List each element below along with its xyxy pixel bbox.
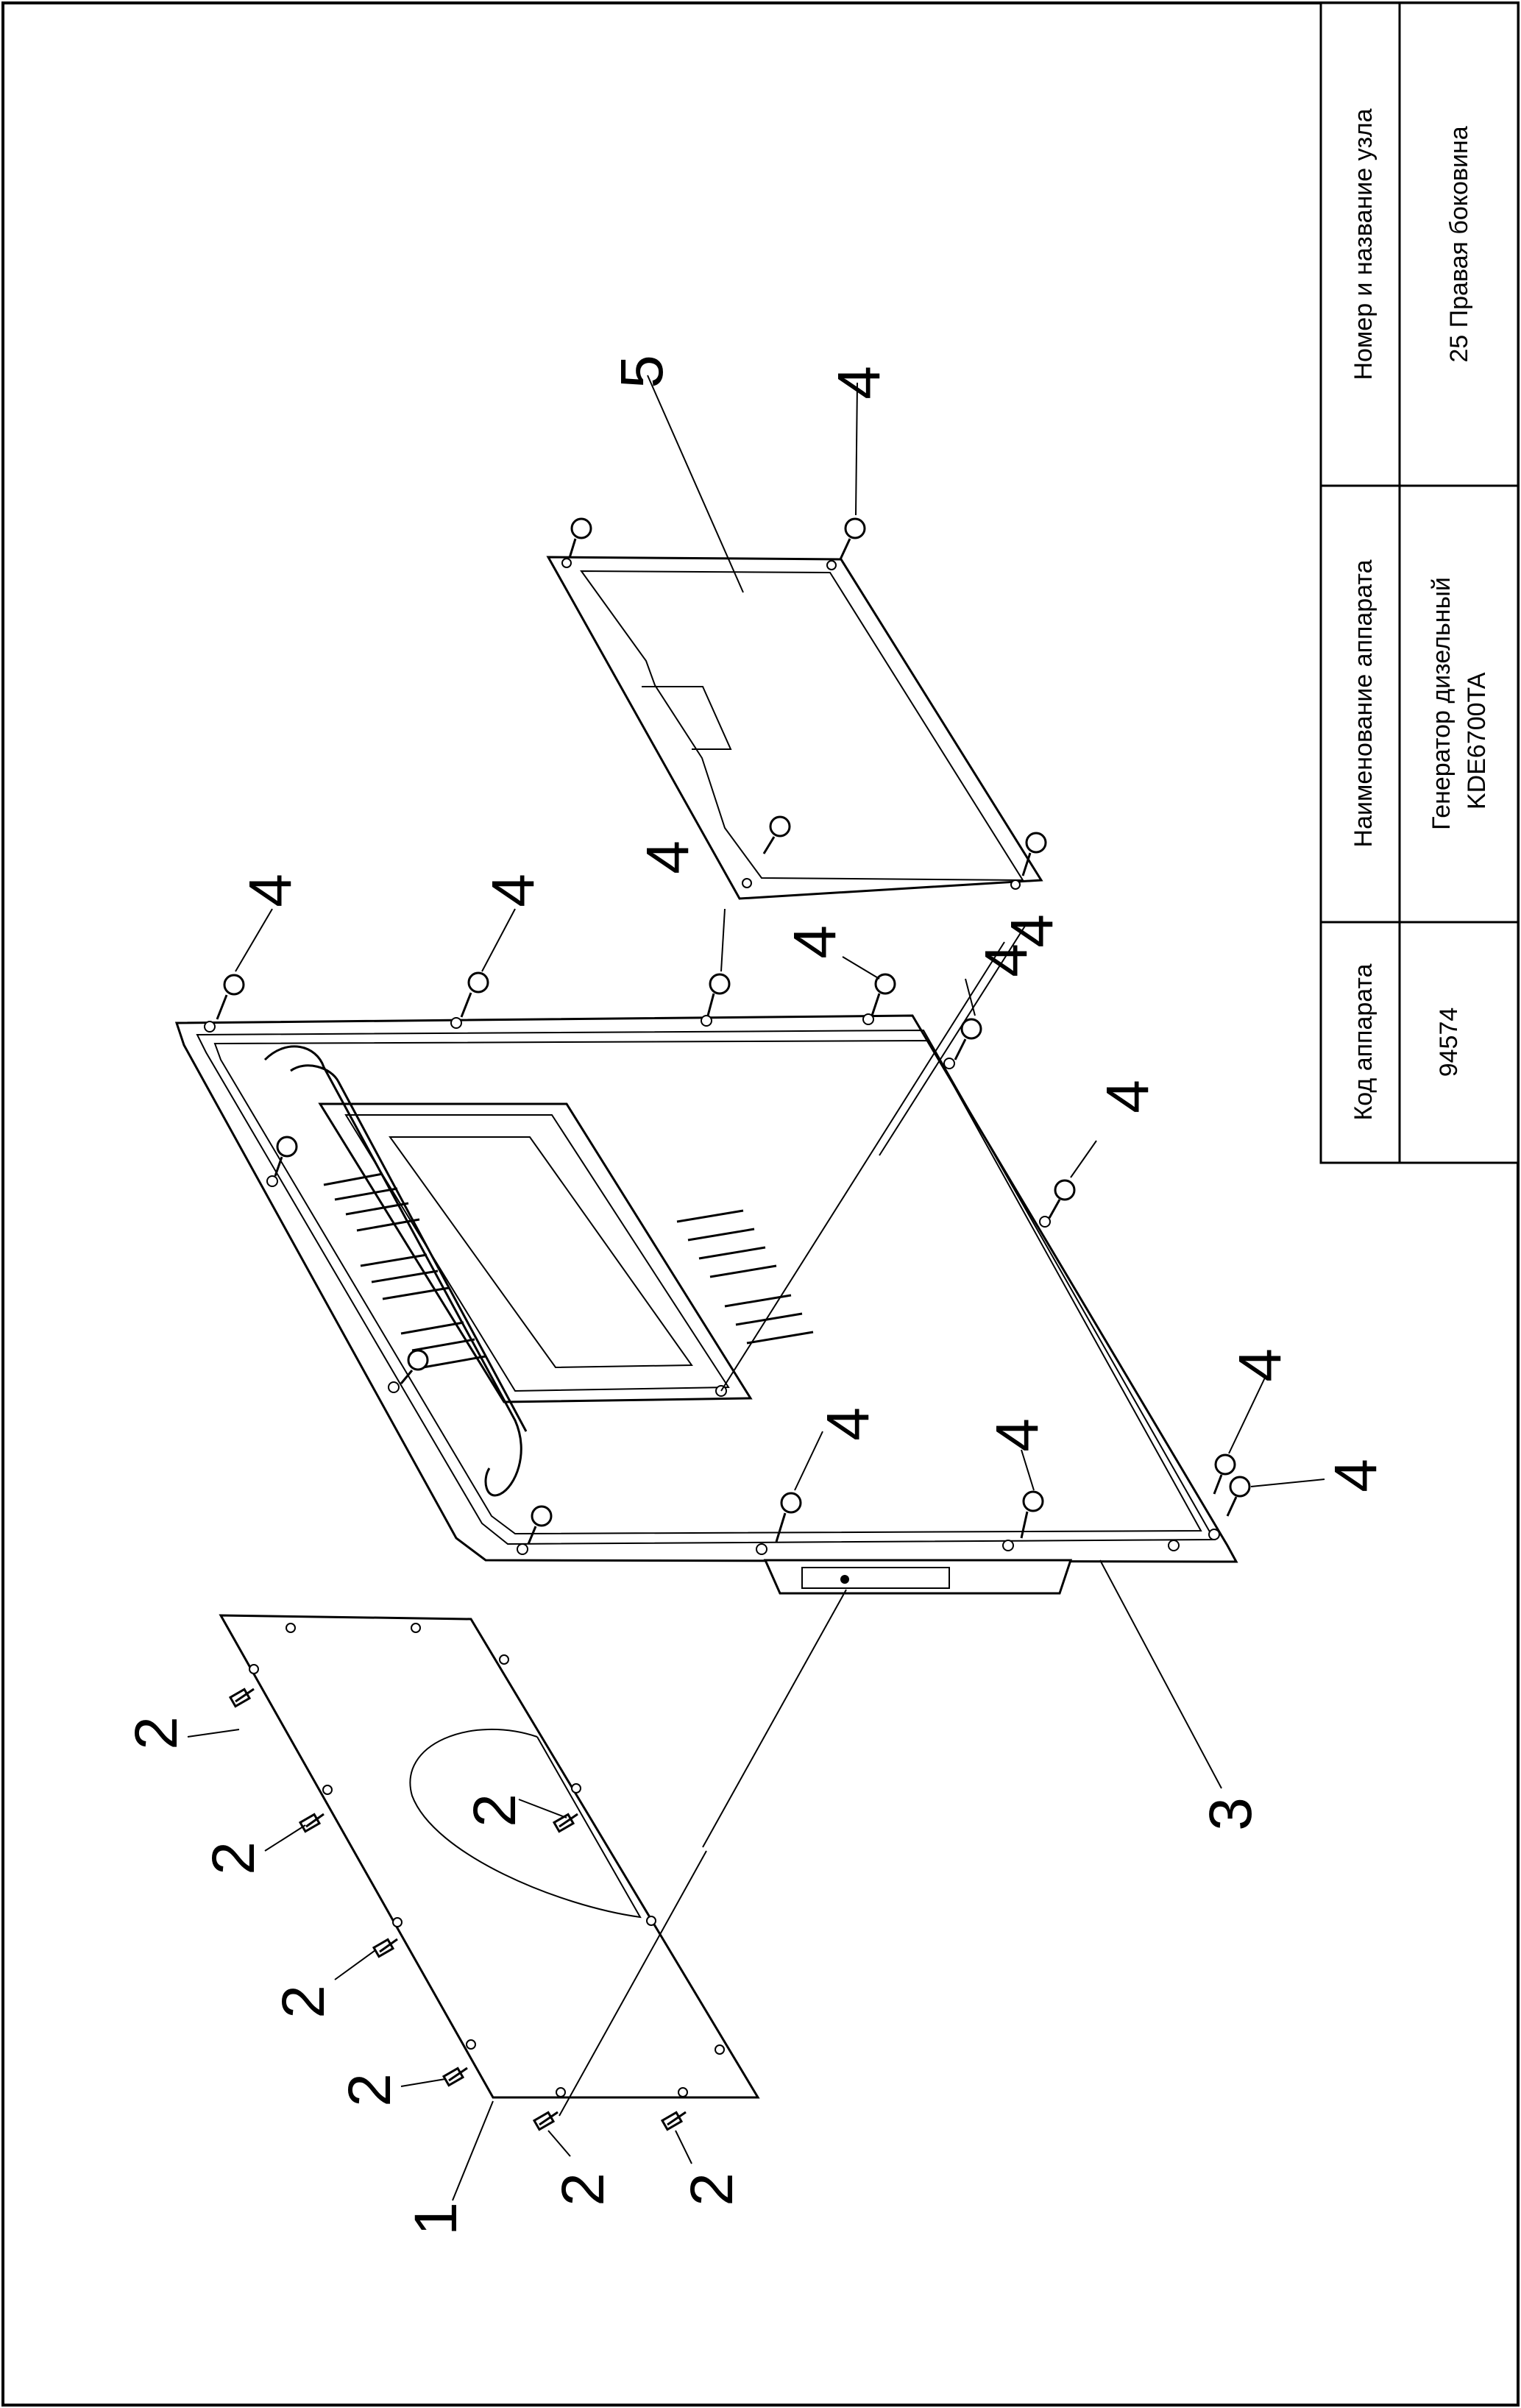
value-code: 94574 (1435, 1008, 1463, 1077)
callout-label: 2 (461, 1793, 528, 1827)
inner-access-plate (546, 556, 1043, 900)
callout-label: 3 (1197, 1797, 1264, 1831)
callout-label: 4 (1322, 1459, 1389, 1492)
bolt-4 (527, 1505, 553, 1545)
bolt-4 (216, 974, 245, 1020)
callout-label: 4 (1227, 1348, 1294, 1382)
header-code: Код аппарата (1350, 963, 1378, 1120)
bolt-4 (706, 973, 731, 1016)
bolt-2 (442, 2067, 468, 2087)
bolt-4 (1226, 1476, 1251, 1517)
bolt-4 (1021, 832, 1047, 877)
callout-label: 2 (270, 1985, 337, 2019)
bolt-2 (228, 1688, 255, 1708)
callout-labels: 1 2 2 2 2 2 2 2 3 4 4 4 4 4 4 4 4 4 4 4 … (123, 355, 1389, 2236)
bolt-4 (762, 815, 791, 854)
value-unit: 25 Правая боковина (1445, 126, 1473, 362)
bolt-4 (1213, 1453, 1236, 1495)
callout-label: 4 (237, 874, 304, 907)
bolt-4 (400, 1349, 429, 1384)
callout-label: 4 (826, 366, 893, 400)
bolt-4 (568, 517, 592, 559)
bolt-4 (274, 1136, 298, 1177)
header-unit: Номер и название узла (1350, 108, 1378, 380)
vent-slots (323, 1172, 814, 1369)
callout-label: 4 (634, 840, 701, 874)
callout-label: 2 (200, 1841, 267, 1875)
callout-label: 4 (815, 1407, 882, 1441)
bolt-2 (552, 1813, 578, 1833)
value-name-line1: Генератор дизельный (1428, 577, 1456, 830)
leader-lines (187, 375, 1325, 2201)
bolts (216, 517, 1251, 2131)
bolt-4 (839, 517, 866, 560)
callout-label: 2 (550, 2172, 617, 2206)
callout-label: 4 (1094, 1080, 1161, 1113)
bolt-2 (372, 1938, 398, 1958)
bolt-4 (954, 1018, 982, 1060)
outer-cover-plate (219, 1614, 760, 2099)
callout-label: 4 (480, 874, 547, 907)
callout-label: 2 (336, 2073, 403, 2107)
bolt-2 (532, 2111, 559, 2131)
callout-label: 2 (123, 1716, 190, 1750)
callout-label: 5 (609, 355, 676, 389)
callout-label: 1 (403, 2202, 469, 2236)
side-panel (174, 1013, 1238, 1595)
callout-label: 2 (678, 2172, 745, 2206)
callout-label: 4 (781, 925, 848, 959)
bolt-4 (871, 973, 896, 1016)
bolt-4 (1020, 1490, 1044, 1539)
header-name: Наименование аппарата (1350, 559, 1378, 847)
title-block: Номер и название узла Наименование аппар… (1319, 1, 1520, 1164)
callout-label: 4 (984, 1418, 1051, 1452)
bolt-4 (460, 971, 489, 1018)
callout-label: 4 (999, 914, 1066, 948)
bolt-4 (775, 1492, 802, 1543)
bolt-2 (660, 2111, 687, 2131)
callout-label: 4 (973, 943, 1040, 977)
value-name-line2: KDE6700TA (1463, 672, 1491, 810)
bolt-4 (1048, 1179, 1076, 1219)
